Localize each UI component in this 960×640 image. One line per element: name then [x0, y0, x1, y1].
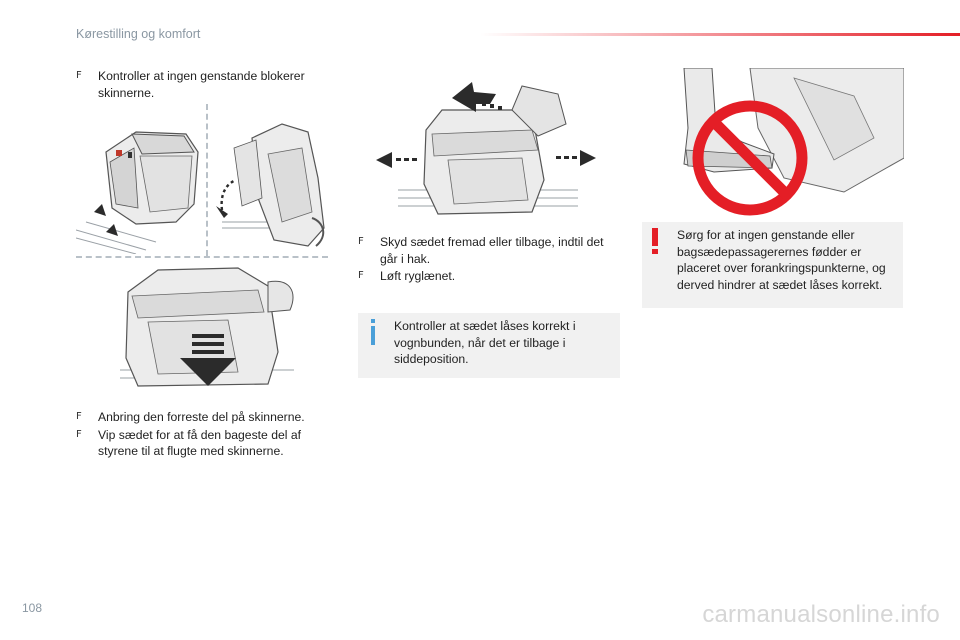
prohibited-feet-illustration: [683, 68, 904, 216]
bullet-text: Skyd sædet fremad eller tilbage, indtil …: [380, 235, 604, 266]
checkbox-bullet-icon: F: [358, 236, 364, 247]
checkbox-bullet-icon: F: [76, 428, 82, 440]
bullet-text: Vip sædet for at få den bageste del af s…: [98, 427, 302, 459]
bullet-list-middle: F Skyd sædet fremad eller tilbage, indti…: [358, 234, 620, 286]
bullet-text: Løft ryglænet.: [380, 269, 456, 283]
divider-horizontal: [76, 256, 328, 258]
warning-note-text: Sørg for at ingen genstande eller bagsæd…: [677, 228, 886, 292]
checkbox-bullet-icon: F: [76, 411, 82, 422]
info-note-text: Kontroller at sædet låses korrekt i vogn…: [394, 319, 576, 366]
checkbox-bullet-icon: F: [76, 70, 82, 81]
bullet-text: Anbring den forreste del på skinnerne.: [98, 410, 305, 424]
bullet-item: F Løft ryglænet.: [358, 268, 620, 285]
checkbox-bullet-icon: F: [358, 270, 364, 281]
seat-slide-illustration: [376, 82, 596, 215]
divider-vertical: [206, 104, 208, 256]
header-accent-line: [480, 33, 960, 36]
seat-tilt-illustration: [216, 123, 325, 247]
bullet-item: F Anbring den forreste del på skinnerne.: [76, 409, 326, 426]
page-number: 108: [22, 601, 43, 615]
bullet-text: Kontroller at ingen genstande blokerer s…: [98, 69, 305, 100]
watermark: carmanualsonline.info: [702, 601, 940, 628]
seat-placement-illustration: [76, 131, 199, 254]
seat-lowering-illustration: [120, 267, 294, 387]
bullet-list-top: F Kontroller at ingen genstande blokerer…: [76, 68, 326, 102]
bullet-item: F Skyd sædet fremad eller tilbage, indti…: [358, 234, 620, 267]
section-title: Kørestilling og komfort: [76, 27, 201, 41]
bullet-item: F Vip sædet for at få den bageste del af…: [76, 427, 326, 460]
info-icon: [371, 319, 375, 345]
bullet-list-bottom: F Anbring den forreste del på skinnerne.…: [76, 409, 326, 461]
exclamation-icon: [652, 228, 658, 254]
warning-note: Sørg for at ingen genstande eller bagsæd…: [642, 222, 903, 308]
bullet-item: F Kontroller at ingen genstande blokerer…: [76, 68, 326, 101]
info-note: Kontroller at sædet låses korrekt i vogn…: [358, 313, 620, 378]
